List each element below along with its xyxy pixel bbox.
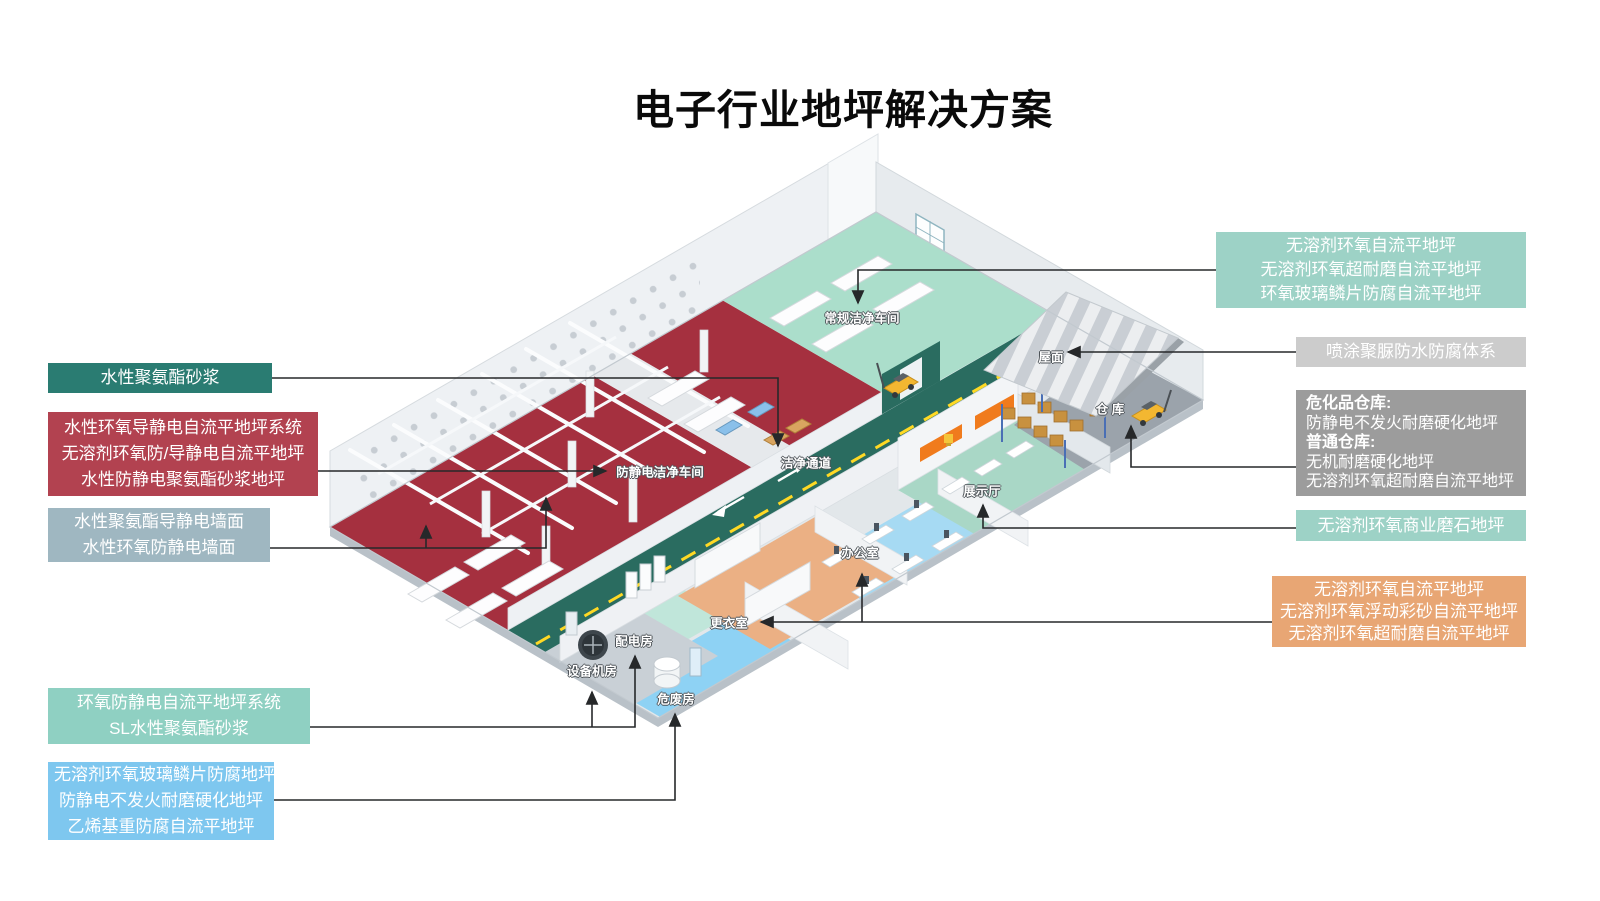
label-equipment-room: 设备机房 (566, 664, 618, 679)
ceiling-grid (348, 321, 750, 555)
floor-clean-corridor (508, 315, 1106, 662)
label-clean-corridor: 洁净通道 (780, 456, 832, 471)
line-selfleveling-to-regular-room (851, 269, 1216, 305)
label-power-room: 配电房 (615, 634, 653, 649)
callout-line: 水性防静电聚氨酯砂浆地坪 (81, 470, 285, 489)
corridor-direction-arrows (717, 465, 803, 514)
callout-colored-sand-selfleveling: 无溶剂环氧自流平地坪 无溶剂环氧浮动彩砂自流平地坪 无溶剂环氧超耐磨自流平地坪 (1272, 576, 1526, 647)
callout-line: 无溶剂环氧自流平地坪 (1314, 579, 1484, 599)
callout-glass-flake-anticorrosion: 无溶剂环氧玻璃鳞片防腐地坪 防静电不发火耐磨硬化地坪 乙烯基重防腐自流平地坪 (48, 762, 275, 840)
label-regular-clean-room: 常规洁净车间 (824, 311, 900, 326)
callout-line: 无溶剂环氧超耐磨自流平地坪 (1260, 260, 1482, 279)
slab-side (330, 400, 1203, 727)
callout-line: 防静电不发火耐磨硬化地坪 (1306, 414, 1499, 432)
machines (714, 401, 813, 446)
callout-line: 无溶剂环氧防/导静电自流平地坪 (61, 444, 305, 463)
callout-solventfree-selfleveling: 无溶剂环氧自流平地坪 无溶剂环氧超耐磨自流平地坪 环氧玻璃鳞片防腐自流平地坪 (1216, 232, 1526, 308)
trophy-icon (944, 434, 953, 443)
line-terrazzo-to-exhibit (976, 503, 1296, 529)
callout-line: 水性聚氨酯砂浆 (100, 368, 220, 387)
gable-peak-wall (827, 133, 879, 242)
pallet-racks (1001, 374, 1106, 468)
hvac-fan-unit (565, 611, 608, 660)
corridor-door (1074, 330, 1098, 366)
callout-line: 喷涂聚脲防水防腐体系 (1326, 342, 1496, 361)
callout-line: 水性环氧导静电自流平地坪系统 (64, 418, 302, 437)
waste-tank (653, 647, 702, 689)
callout-line: 无溶剂环氧浮动彩砂自流平地坪 (1280, 601, 1518, 621)
callout-line: 无溶剂环氧玻璃鳞片防腐地坪 (54, 765, 275, 784)
walkway-band (592, 353, 808, 478)
exhibit-back-wall (897, 367, 1019, 491)
callout-line: 普通仓库: (1306, 434, 1376, 452)
callout-line: 危化品仓库: (1306, 395, 1392, 413)
callout-line: 水性环氧防静电墙面 (82, 538, 236, 557)
lockers (694, 522, 811, 628)
line-walls-main (270, 496, 553, 549)
callout-line: SL水性聚氨酯砂浆 (109, 719, 249, 738)
page-title: 电子行业地坪解决方案 (633, 87, 1053, 133)
label-waste-room: 危废房 (657, 692, 695, 707)
roof-awning (983, 291, 1184, 420)
callout-esd-selfleveling-system: 水性环氧导静电自流平地坪系统 无溶剂环氧防/导静电自流平地坪 水性防静电聚氨酯砂… (48, 412, 318, 496)
callout-warehouse-systems: 危化品仓库: 防静电不发火耐磨硬化地坪 普通仓库: 无机耐磨硬化地坪 无溶剂环氧… (1296, 390, 1526, 496)
teal-wall-door (900, 357, 922, 400)
label-office: 办公室 (841, 546, 879, 561)
callout-commercial-terrazzo: 无溶剂环氧商业磨石地坪 (1296, 510, 1526, 541)
floor-exhibition-hall (898, 420, 1110, 543)
label-warehouse: 仓 库 (1095, 402, 1125, 417)
wall-window (915, 212, 945, 258)
base-slab (330, 212, 1203, 718)
ceiling-grid-cross (377, 335, 721, 536)
callout-line: 无机耐磨硬化地坪 (1306, 453, 1435, 471)
line-glassflake-to-waste-room (274, 712, 682, 801)
callout-antistatic-walls: 水性聚氨酯导静电墙面 水性环氧防静电墙面 (48, 508, 270, 562)
callout-line: 乙烯基重防腐自流平地坪 (67, 817, 255, 836)
label-esd-clean-room: 防静电洁净车间 (616, 465, 704, 480)
power-cabinets (625, 555, 666, 599)
callout-line: 防静电不发火耐磨硬化地坪 (59, 791, 263, 810)
callout-line: 无溶剂环氧商业磨石地坪 (1317, 515, 1505, 535)
floor-esd-clean-room-a (330, 375, 770, 630)
corridor-se-wall (559, 320, 1107, 663)
teal-door-wall (882, 341, 940, 414)
forklift-corridor (876, 362, 919, 398)
callout-polyurea-roof: 喷涂聚脲防水防腐体系 (1296, 337, 1526, 367)
callout-line: 环氧玻璃鳞片防腐自流平地坪 (1260, 284, 1482, 303)
line-pu-mortar-to-corridor (272, 377, 785, 448)
label-roof: 屋面 (1038, 350, 1064, 365)
callout-line: 无溶剂环氧自流平地坪 (1286, 236, 1456, 255)
label-changing-room: 更衣室 (710, 616, 748, 631)
callout-line: 无溶剂环氧超耐磨自流平地坪 (1288, 623, 1510, 643)
label-exhibition-hall: 展示厅 (963, 484, 1001, 499)
waste-changing-wall (744, 581, 849, 670)
corridor-nw-wall (507, 391, 883, 631)
callout-line: 水性聚氨酯导静电墙面 (74, 512, 244, 531)
building-outline (328, 211, 1205, 719)
callout-waterborne-pu-mortar: 水性聚氨酯砂浆 (48, 363, 272, 393)
exhibit-banners (920, 394, 1014, 462)
callout-line: 环氧防静电自流平地坪系统 (77, 693, 281, 712)
line-warehouse-systems (1124, 424, 1296, 468)
columns (481, 329, 709, 573)
forklift-warehouse (1131, 389, 1172, 426)
callout-epoxy-antistatic-sl: 环氧防静电自流平地坪系统 SL水性聚氨酯砂浆 (48, 688, 310, 744)
callout-line: 无溶剂环氧超耐磨自流平地坪 (1306, 473, 1515, 491)
